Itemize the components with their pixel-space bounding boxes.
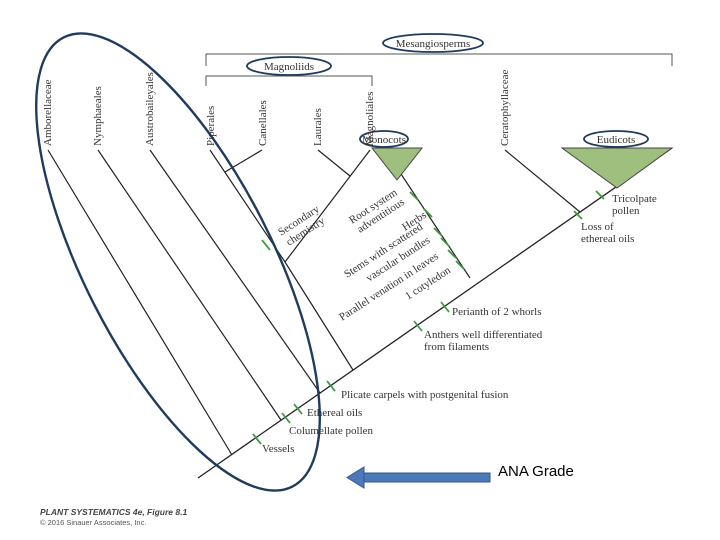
char-loss-2: ethereal oils	[581, 233, 634, 245]
monocots-oval	[359, 130, 409, 148]
figure-credit-title: PLANT SYSTEMATICS 4e, Figure 8.1	[40, 507, 187, 517]
tick-root	[409, 191, 419, 201]
taxon-austrobaileyales: Austrobaileyales	[144, 72, 156, 146]
branch-magnoliid-inner	[284, 149, 371, 263]
monocots-triangle	[370, 147, 424, 181]
tick-plicate	[326, 380, 336, 392]
tick-loss	[573, 210, 583, 220]
taxon-amborellaceae: Amborellaceae	[42, 79, 54, 146]
char-perianth: Perianth of 2 whorls	[452, 306, 542, 318]
ana-grade-arrow	[346, 466, 491, 489]
eudicots-oval	[583, 130, 649, 148]
tick-anthers	[413, 320, 423, 332]
tick-perianth	[440, 301, 450, 313]
mesangiosperms-oval	[382, 33, 484, 53]
ana-grade-label: ANA Grade	[498, 463, 574, 480]
branch-ceratophyllaceae	[504, 149, 581, 213]
magnoliids-label: Magnoliids	[264, 61, 314, 73]
magnoliids-oval	[246, 56, 332, 76]
monocots-label: Monocots	[362, 134, 406, 146]
eudicots-label: Eudicots	[597, 134, 636, 146]
figure-credit-copyright: © 2016 Sinauer Associates, Inc.	[40, 518, 146, 527]
tree-backbone	[197, 147, 673, 479]
char-loss-1: Loss of	[581, 221, 614, 233]
taxon-laurales: Laurales	[312, 108, 324, 146]
tick-stems	[433, 227, 443, 237]
char-tricolpate-1: Tricolpate	[612, 193, 657, 205]
char-plicate: Plicate carpels with postgenital fusion	[341, 389, 509, 401]
character-ticks	[252, 190, 605, 445]
taxon-magnoliales: Magnoliales	[364, 92, 376, 146]
char-tricolpate-2: pollen	[612, 205, 640, 217]
char-anthers-2: from filaments	[424, 341, 489, 353]
tick-vessels	[252, 433, 262, 445]
tick-herbs	[423, 208, 433, 218]
mesangiosperms-label: Mesangiosperms	[396, 38, 471, 50]
branch-monocots	[396, 167, 471, 279]
magnoliids-bracket	[205, 75, 373, 86]
branch-amborellaceae	[47, 149, 233, 456]
branch-laurales	[317, 149, 351, 177]
mesangiosperms-bracket	[205, 53, 673, 66]
tick-cotyledon	[455, 260, 465, 270]
eudicots-triangle	[560, 147, 674, 189]
char-ethereal: Ethereal oils	[307, 407, 362, 419]
taxon-nymphaeales: Nymphaeales	[92, 86, 104, 146]
char-vessels: Vessels	[262, 443, 294, 455]
tick-ethereal	[293, 403, 303, 415]
tick-parallel	[447, 249, 457, 259]
taxon-ceratophyllaceae: Ceratophyllaceae	[499, 70, 511, 146]
branch-austrobaileyales	[149, 149, 321, 394]
tick-secondary	[261, 239, 271, 251]
char-anthers-1: Anthers well differentiated	[424, 329, 543, 341]
branch-mesangiosperm-stem	[284, 261, 354, 371]
tick-columellate	[281, 412, 291, 424]
tick-vascular	[440, 237, 450, 247]
taxon-canellales: Canellales	[257, 100, 269, 146]
branch-nymphaeales	[97, 149, 282, 421]
tick-tricolpate	[595, 190, 605, 200]
char-columellate: Columellate pollen	[289, 425, 374, 437]
taxon-piperales: Piperales	[205, 106, 217, 146]
ana-grade-ellipse	[35, 32, 321, 492]
branch-canellales	[224, 149, 263, 173]
